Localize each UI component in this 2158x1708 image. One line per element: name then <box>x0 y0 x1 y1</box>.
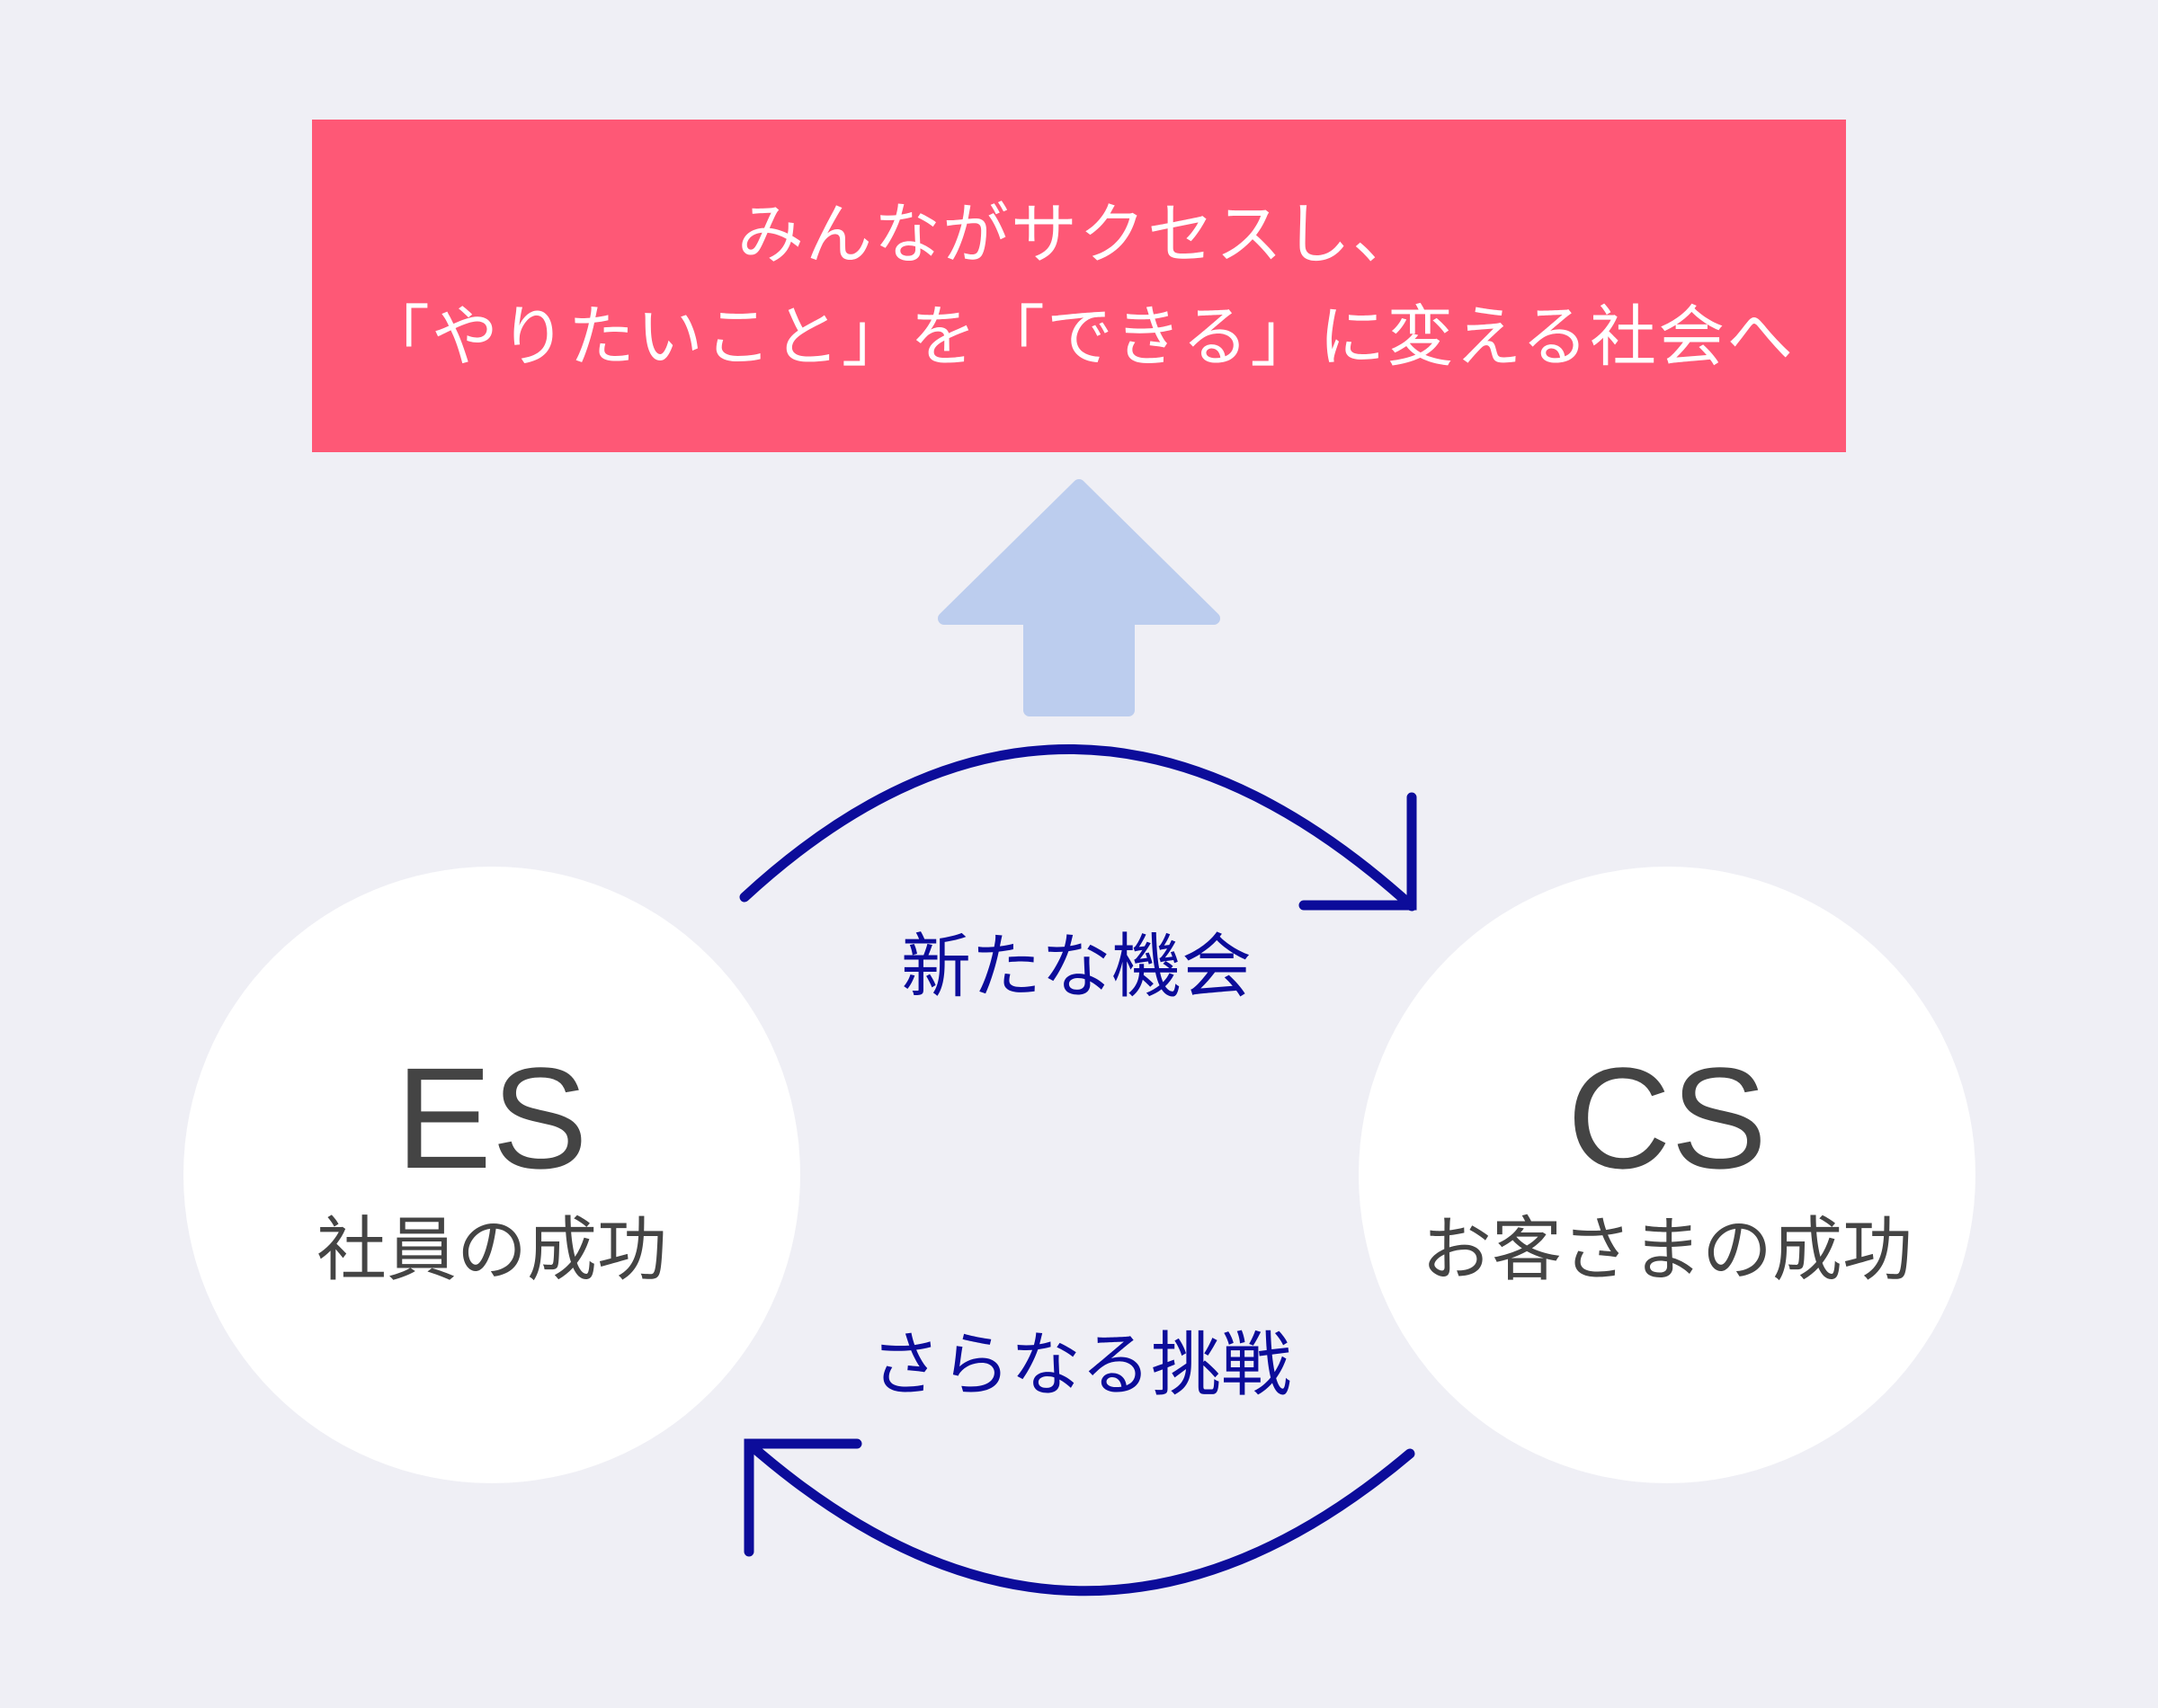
goal-line-1: みんながサクセスし、 <box>737 196 1421 273</box>
arrowhead-cs-to-es <box>744 1438 862 1557</box>
node-cs: CS お客さまの成功 <box>1359 867 1975 1483</box>
arrow-up-icon <box>938 479 1220 716</box>
cycle-arrow-icon <box>739 744 1417 912</box>
goal-line-2: 「やりたいこと」を「できる」に変える社会へ <box>362 298 1796 376</box>
arc-cs-to-es <box>744 1438 1415 1597</box>
node-cs-label: お客さまの成功 <box>1421 1210 1913 1291</box>
node-es-label: 社員の成功 <box>316 1210 667 1291</box>
flow-label-new-opportunity: 新たな機会 <box>900 927 1253 1008</box>
node-es-abbr: ES <box>396 1037 588 1198</box>
node-es: ES 社員の成功 <box>183 867 800 1483</box>
arc-es-to-cs <box>739 744 1417 912</box>
node-cs-abbr: CS <box>1566 1037 1768 1198</box>
goal-banner: みんながサクセスし、 「やりたいこと」を「できる」に変える社会へ <box>312 120 1846 452</box>
cycle-arrow-icon <box>744 1438 1415 1597</box>
arrowhead-es-to-cs <box>1298 792 1417 911</box>
flow-label-further-challenge: さらなる挑戦 <box>869 1325 1292 1406</box>
